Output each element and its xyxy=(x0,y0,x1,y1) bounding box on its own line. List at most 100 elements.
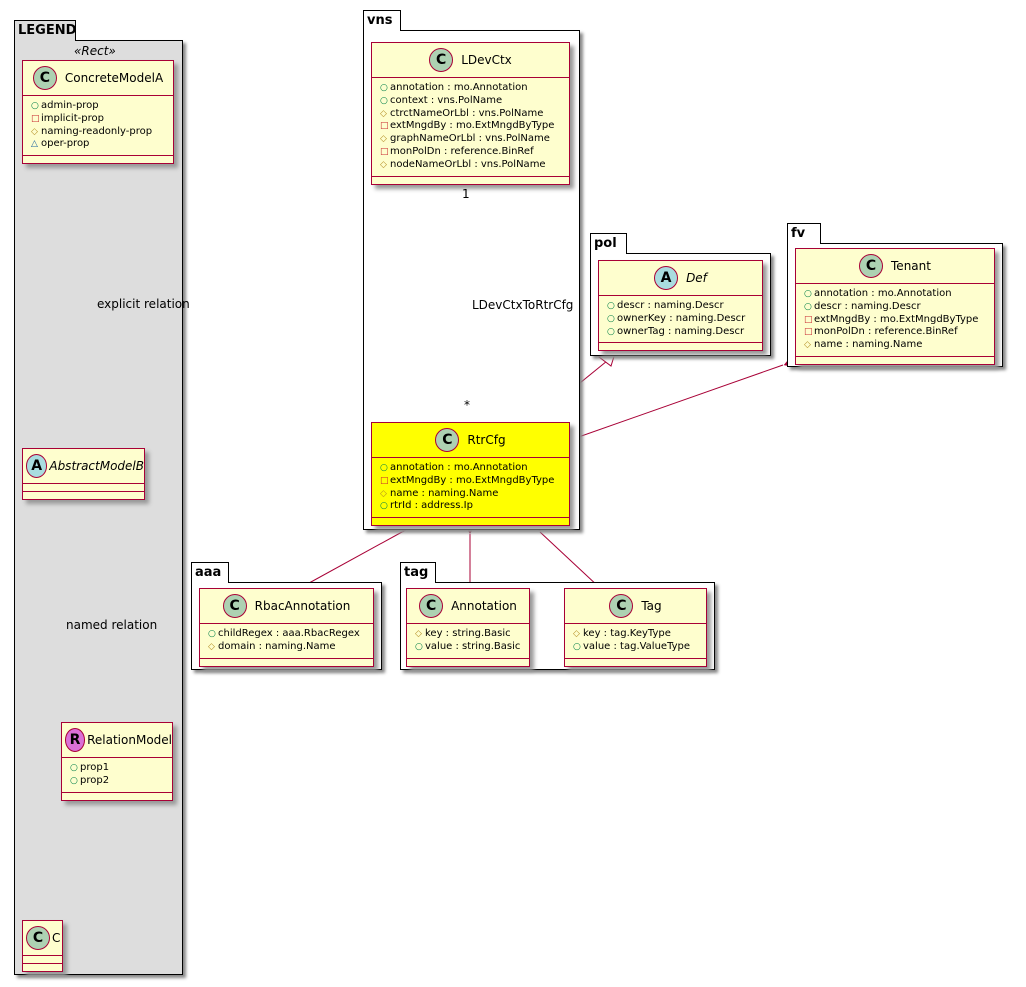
attribute: ◇domain : naming.Name xyxy=(208,641,367,654)
attribute-text: graphNameOrLbl : vns.PolName xyxy=(390,133,550,145)
visibility-icon: ◇ xyxy=(380,159,387,170)
visibility-icon: □ xyxy=(380,121,389,132)
visibility-icon: ○ xyxy=(380,501,388,512)
multiplicity-many: * xyxy=(464,398,470,412)
visibility-icon: ◇ xyxy=(380,488,387,499)
visibility-icon: ○ xyxy=(70,763,78,773)
class-attributes xyxy=(23,956,62,964)
attribute-text: prop1 xyxy=(80,762,110,773)
package-legend xyxy=(14,40,183,975)
attribute: ○value : tag.ValueType xyxy=(573,641,700,654)
class-attributes xyxy=(23,484,144,492)
class-name: Def xyxy=(686,271,707,285)
attribute-text: descr : naming.Descr xyxy=(617,300,724,311)
attribute-text: nodeNameOrLbl : vns.PolName xyxy=(390,158,546,170)
package-tab-vns: vns xyxy=(363,10,401,31)
tag-composition-line xyxy=(539,531,601,589)
package-tab-legend: LEGEND xyxy=(14,20,76,41)
class-name: RelationModel xyxy=(87,733,172,747)
visibility-icon: □ xyxy=(31,113,40,124)
attribute-text: monPolDn : reference.BinRef xyxy=(390,145,534,157)
visibility-icon: ○ xyxy=(573,641,581,652)
class-kind-C-icon: C xyxy=(859,254,884,278)
attribute-text: descr : naming.Descr xyxy=(814,300,921,312)
class-name: LDevCtx xyxy=(461,53,512,67)
visibility-icon: ◇ xyxy=(804,340,811,351)
visibility-icon: ◇ xyxy=(573,629,580,639)
visibility-icon: ○ xyxy=(380,83,388,93)
attribute: □monPolDn : reference.BinRef xyxy=(804,326,988,339)
attribute: □extMngdBy : mo.ExtMngdByType xyxy=(380,475,563,488)
attribute-text: annotation : mo.Annotation xyxy=(814,288,952,299)
visibility-icon: ○ xyxy=(380,95,388,106)
package-tab-pol: pol xyxy=(590,233,627,254)
attribute-text: value : string.Basic xyxy=(425,640,521,652)
attribute: ○ownerKey : naming.Descr xyxy=(607,313,756,326)
visibility-icon: ○ xyxy=(31,101,39,111)
visibility-icon: △ xyxy=(31,139,38,150)
visibility-icon: ○ xyxy=(607,313,615,324)
attribute: ○childRegex : aaa.RbacRegex xyxy=(208,628,367,641)
attribute-text: ownerTag : naming.Descr xyxy=(617,325,745,337)
attribute: ◇key : string.Basic xyxy=(415,628,523,641)
visibility-icon: ○ xyxy=(804,301,812,312)
visibility-icon: □ xyxy=(380,146,389,157)
class-attributes: ○annotation : mo.Annotation○descr : nami… xyxy=(796,284,994,357)
class-name: Annotation xyxy=(451,599,517,613)
visibility-icon: ○ xyxy=(607,301,615,311)
attribute-text: implicit-prop xyxy=(41,112,104,124)
attribute-text: name : naming.Name xyxy=(814,339,923,351)
attribute-text: context : vns.PolName xyxy=(390,94,503,106)
visibility-icon: □ xyxy=(380,475,389,486)
attribute: ◇name : naming.Name xyxy=(380,488,563,501)
attribute-text: ownerKey : naming.Descr xyxy=(617,312,746,324)
package-tab-tag: tag xyxy=(400,562,436,583)
attribute: ○prop1 xyxy=(70,762,166,775)
attribute-text: extMngdBy : mo.ExtMngdByType xyxy=(390,474,555,486)
class-kind-C-icon: C xyxy=(429,48,454,72)
attribute-text: admin-prop xyxy=(41,100,99,111)
attribute: ○annotation : mo.Annotation xyxy=(380,82,563,95)
attribute-text: ctrctNameOrLbl : vns.PolName xyxy=(390,107,544,119)
class-kind-A-icon: A xyxy=(654,266,679,290)
class-attributes: ○annotation : mo.Annotation○context : vn… xyxy=(372,78,569,177)
attribute-text: annotation : mo.Annotation xyxy=(390,462,528,473)
attribute-text: childRegex : aaa.RbacRegex xyxy=(218,628,360,639)
attribute-text: annotation : mo.Annotation xyxy=(390,82,528,93)
visibility-icon: ○ xyxy=(415,641,423,652)
attribute: ○context : vns.PolName xyxy=(380,95,563,108)
label-explicit-relation: explicit relation xyxy=(97,297,190,311)
class-attributes: ○annotation : mo.Annotation□extMngdBy : … xyxy=(372,458,569,519)
visibility-icon: □ xyxy=(804,327,813,338)
attribute: ◇ctrctNameOrLbl : vns.PolName xyxy=(380,108,563,121)
rbac-composition-line xyxy=(299,531,403,589)
class-name: RbacAnnotation xyxy=(254,599,351,613)
class-kind-C-icon: C xyxy=(609,594,634,618)
legend-stereotype: «Rect» xyxy=(74,44,116,58)
class-attributes: ○prop1○prop2 xyxy=(62,758,172,793)
attribute: ◇key : tag.KeyType xyxy=(573,628,700,641)
visibility-icon: ○ xyxy=(380,463,388,473)
visibility-icon: ○ xyxy=(208,629,216,639)
attribute-text: extMngdBy : mo.ExtMngdByType xyxy=(814,313,979,325)
attribute-text: value : tag.ValueType xyxy=(583,640,691,652)
attribute: ◇naming-readonly-prop xyxy=(31,126,167,139)
attribute: □monPolDn : reference.BinRef xyxy=(380,146,563,159)
attribute-text: key : string.Basic xyxy=(425,628,511,639)
